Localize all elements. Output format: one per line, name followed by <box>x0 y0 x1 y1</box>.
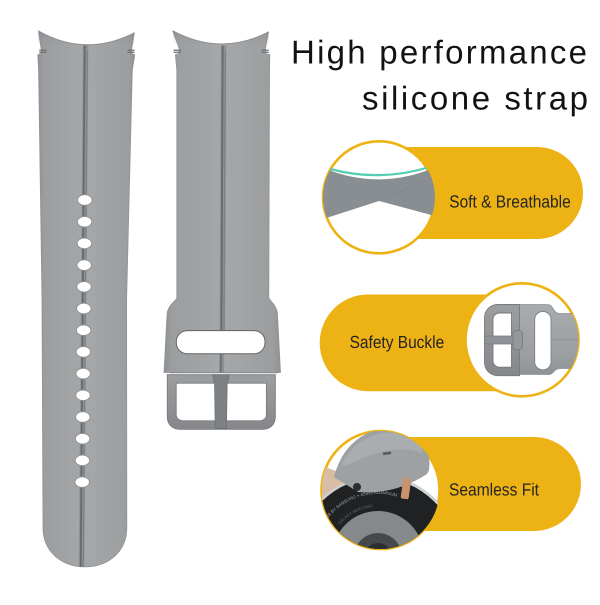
svg-text:silicone strap: silicone strap <box>362 79 588 116</box>
svg-text:Safety Buckle: Safety Buckle <box>350 332 445 352</box>
svg-text:Seamless Fit: Seamless Fit <box>449 479 539 499</box>
svg-text:High performance: High performance <box>291 34 587 71</box>
svg-text:Soft & Breathable: Soft & Breathable <box>449 192 570 212</box>
